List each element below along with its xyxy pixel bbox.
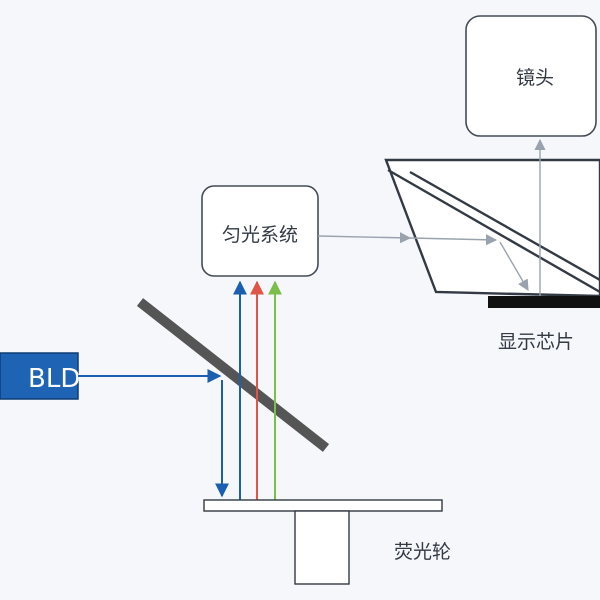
bld-source-box: [0, 352, 79, 400]
display-chip-label: 显示芯片: [498, 331, 574, 353]
phosphor-wheel-motor: [294, 510, 350, 585]
bld-source-label: BLD: [28, 364, 80, 394]
prism: [384, 158, 600, 298]
phosphor-wheel-label: 荧光轮: [394, 541, 451, 563]
prism-diagonal-outer: [387, 168, 600, 294]
homogenizer-label: 匀光系统: [222, 224, 298, 246]
beam-to-chip: [499, 241, 529, 291]
beam-in-prism: [409, 234, 498, 246]
lens-label: 镜头: [516, 67, 554, 89]
display-chip: [488, 296, 600, 308]
phosphor-wheel-disc: [203, 499, 443, 512]
lens-box: [465, 15, 597, 137]
homogenizer-box: [201, 185, 319, 277]
prism-diagonal-inner: [409, 170, 600, 282]
beam-to-prism: [317, 232, 412, 244]
dichroic-mirror: [136, 298, 330, 452]
